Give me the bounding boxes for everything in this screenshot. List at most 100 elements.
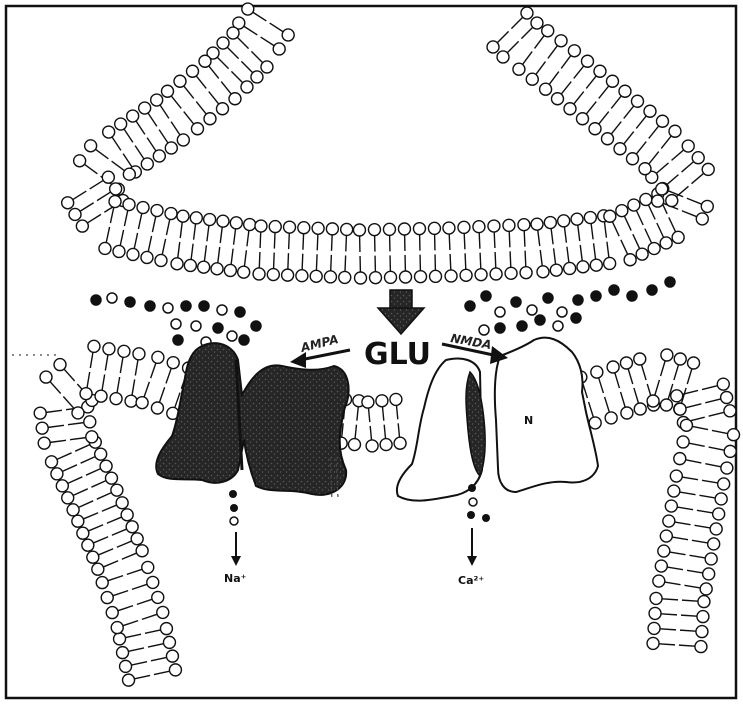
lipid-tail — [127, 569, 142, 574]
lipid-tail — [64, 369, 75, 381]
lipid-tail — [227, 47, 238, 58]
lipid-head — [542, 25, 554, 37]
lipid-head — [671, 390, 683, 402]
lipid-head — [74, 155, 86, 167]
lipid-tail — [604, 222, 606, 238]
lipid-head — [590, 259, 602, 271]
lipid-tail — [561, 82, 571, 94]
lipid-head — [147, 576, 159, 588]
lipid-tail — [171, 96, 181, 108]
lipid-tail — [511, 17, 522, 28]
lipid-tail — [615, 373, 620, 388]
lipid-tail — [57, 453, 72, 460]
lipid-head — [162, 85, 174, 97]
lipid-tail — [135, 360, 138, 376]
lipid-tail — [124, 129, 133, 142]
lipid-tail — [209, 92, 219, 104]
lipid-head — [695, 641, 707, 653]
glutamate-molecule — [239, 335, 249, 345]
lipid-head — [165, 208, 177, 220]
lipid-tail — [346, 235, 347, 251]
lipid-tail — [624, 106, 634, 118]
lipid-tail — [112, 161, 125, 170]
lipid-tail — [660, 629, 676, 630]
lipid-tail — [628, 369, 633, 384]
lipid-head — [636, 248, 648, 260]
lipid-head — [518, 219, 530, 231]
lipid-tail — [97, 192, 111, 201]
lipid-tail — [103, 561, 118, 567]
lipid-tail — [521, 27, 532, 38]
lipid-tail — [697, 510, 713, 513]
lipid-tail — [118, 606, 133, 611]
glutamate-molecule — [199, 301, 209, 311]
lipid-head — [674, 453, 686, 465]
lipid-head — [111, 484, 123, 496]
lipid-head — [710, 523, 722, 535]
lipid-tail — [648, 205, 655, 219]
lipid-head — [696, 626, 708, 638]
lipid-tail — [131, 662, 147, 665]
lipid-tail — [599, 112, 609, 124]
lipid-head — [76, 220, 88, 232]
lipid-tail — [84, 164, 97, 173]
lipid-head — [644, 105, 656, 117]
lipid-tail — [112, 529, 127, 535]
sodium-flow: Na⁺ — [224, 490, 247, 585]
lipid-tail — [657, 223, 664, 237]
glutamate-molecule — [251, 321, 261, 331]
lipid-tail — [586, 102, 596, 114]
lipid-tail — [667, 567, 683, 570]
lipid-head — [698, 596, 710, 608]
lipid-tail — [591, 223, 593, 239]
lipid-head — [118, 345, 130, 357]
lipid-head — [88, 340, 100, 352]
lipid-head — [151, 402, 163, 414]
lipid-head — [497, 51, 509, 63]
lipid-tail — [636, 116, 646, 128]
lipid-tail — [237, 37, 248, 48]
lipid-tail — [137, 599, 152, 604]
lipid-tail — [561, 56, 571, 69]
lipid-tail — [661, 136, 671, 148]
lipid-head — [703, 568, 715, 580]
lipid-head — [324, 271, 336, 283]
lipid-head — [606, 75, 618, 87]
lipid-head — [390, 393, 402, 405]
lipid-tail — [682, 162, 694, 172]
lipid-head — [121, 509, 133, 521]
lipid-tail — [679, 645, 695, 646]
lipid-head — [550, 264, 562, 276]
lipid-tail — [50, 440, 66, 442]
lipid-tail — [624, 216, 631, 230]
lipid-head — [540, 83, 552, 95]
lipid-head — [428, 222, 440, 234]
lipid-head — [348, 439, 360, 451]
lipid-tail — [147, 138, 156, 151]
lipid-head — [591, 366, 603, 378]
lipid-head — [174, 75, 186, 87]
lipid-head — [674, 353, 686, 365]
lipid-tail — [50, 382, 61, 394]
lipid-head — [647, 637, 659, 649]
lipid-head — [677, 436, 689, 448]
lipid-tail — [87, 372, 90, 388]
lipid-head — [198, 261, 210, 273]
lipid-head — [581, 55, 593, 67]
lipid-tail — [494, 232, 495, 248]
lipid-tail — [144, 382, 149, 397]
lipid-head — [647, 395, 659, 407]
lipid-head — [157, 606, 169, 618]
lipid-head — [115, 118, 127, 130]
lipid-tail — [87, 214, 101, 223]
lipid-head — [96, 577, 108, 589]
lipid-head — [296, 270, 308, 282]
lipid-head — [505, 267, 517, 279]
lipid-tail — [70, 438, 86, 440]
lipid-head — [127, 248, 139, 260]
lipid-head — [728, 429, 740, 441]
lipid-tail — [332, 235, 333, 251]
glutamate-molecule — [145, 301, 155, 311]
lipid-head — [370, 272, 382, 284]
